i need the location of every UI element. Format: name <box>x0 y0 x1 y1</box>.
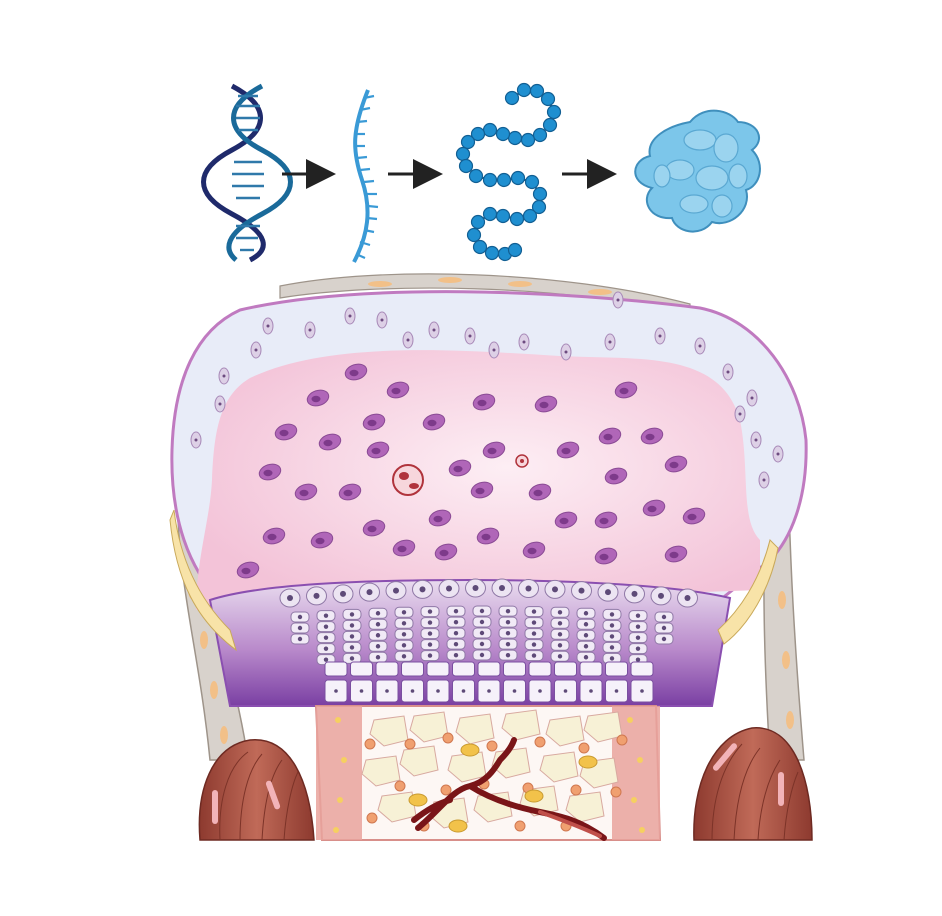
hypertrophic-cell <box>528 661 552 677</box>
marrow-cell <box>369 715 409 747</box>
amino-acid-bead <box>495 208 511 224</box>
amino-acid-bead <box>466 227 482 243</box>
hypertrophic-cell <box>477 661 501 677</box>
amino-acid-bead <box>504 90 520 106</box>
hypertrophic-cell <box>401 661 424 677</box>
marrow-cell <box>409 711 449 743</box>
marrow-cell <box>399 745 439 777</box>
hypertrophic-cell <box>605 661 628 677</box>
amino-acid-bead <box>520 132 536 148</box>
amino-acid-bead <box>540 91 556 107</box>
marrow-cell <box>501 709 541 741</box>
marrow-cell <box>545 715 585 747</box>
proliferative-columns <box>279 578 698 666</box>
hypertrophic-cell <box>452 661 475 677</box>
hypertrophic-cells <box>324 661 654 703</box>
amino-acid-bead <box>482 122 498 138</box>
amino-acid-bead <box>529 83 545 99</box>
amino-acid-bead <box>532 127 548 143</box>
amino-acid-bead <box>496 172 512 188</box>
amino-acid-bead <box>495 126 511 142</box>
amino-acid-bead <box>546 104 562 120</box>
folded-protein <box>634 109 761 233</box>
amino-acid-bead <box>458 158 474 174</box>
amino-acid-bead <box>522 208 538 224</box>
periosteum-left <box>169 509 779 652</box>
amino-acid-bead <box>532 186 548 202</box>
amino-acid-bead <box>516 82 532 98</box>
amino-acid-bead <box>542 117 558 133</box>
marrow-cell <box>455 713 495 745</box>
amino-acid-bead <box>484 245 500 261</box>
marrow-cell <box>583 711 623 743</box>
amino-acid-bead <box>470 214 486 230</box>
muscle-left <box>198 739 315 841</box>
amino-acid-bead <box>472 239 488 255</box>
marrow-cell <box>565 791 605 823</box>
amino-acid-bead <box>460 134 476 150</box>
chondrocytes <box>236 363 706 579</box>
hypertrophic-cell <box>324 661 348 677</box>
marrow-cell <box>377 791 417 823</box>
blood-cell <box>392 454 529 496</box>
marrow-cell <box>361 755 401 787</box>
perichondrium-cells <box>190 291 784 489</box>
mrna-strand <box>352 89 379 263</box>
amino-acid-bead <box>531 199 547 215</box>
amino-acid-bead <box>509 211 525 227</box>
amino-acid-bead <box>468 168 484 184</box>
hypertrophic-cell <box>554 661 577 677</box>
amino-acid-bead <box>507 130 523 146</box>
amino-acid-bead <box>482 172 498 188</box>
hypertrophic-cell <box>630 661 654 677</box>
resting-cartilage <box>196 350 760 610</box>
hypertrophic-cell <box>426 661 450 677</box>
amino-acid-bead <box>507 242 523 258</box>
hypertrophic-cell <box>503 661 526 677</box>
amino-acid-chain <box>455 82 562 262</box>
dna-helix <box>201 83 293 263</box>
amino-acid-bead <box>470 126 486 142</box>
hypertrophic-cell <box>375 661 399 677</box>
hypertrophic-cell <box>579 661 603 677</box>
muscle-right <box>693 727 813 841</box>
amino-acid-bead <box>510 170 526 186</box>
marrow-cell <box>539 751 579 783</box>
amino-acid-bead <box>524 174 540 190</box>
amino-acid-bead <box>482 206 498 222</box>
amino-acid-bead <box>455 146 471 162</box>
hypertrophic-cell <box>350 661 373 677</box>
bone-marrow <box>314 705 662 841</box>
